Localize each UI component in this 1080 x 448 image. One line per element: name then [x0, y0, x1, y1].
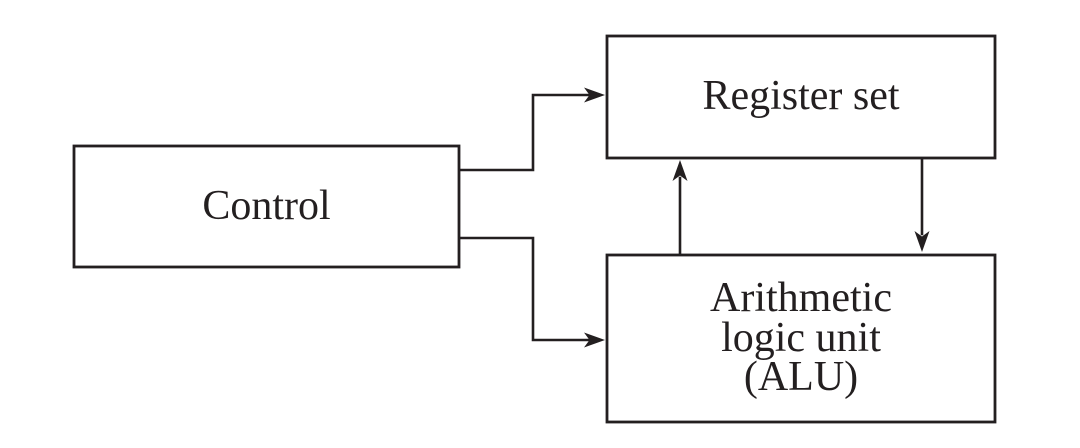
node-boxes: [72, 34, 997, 424]
arrowhead-into-register-icon: [584, 87, 605, 103]
alu-box: [605, 253, 997, 424]
arrowhead-down-into-alu-icon: [914, 231, 930, 252]
control-box: [72, 144, 461, 269]
connector-lines: [458, 93, 924, 342]
arrowheads: [584, 87, 930, 348]
arrowhead-up-into-register-icon: [672, 160, 688, 181]
arrowhead-into-alu-icon: [584, 332, 605, 348]
register-set-box: [605, 34, 997, 160]
control-to-alu-connector: [458, 236, 591, 342]
control-to-register-connector: [458, 93, 591, 172]
